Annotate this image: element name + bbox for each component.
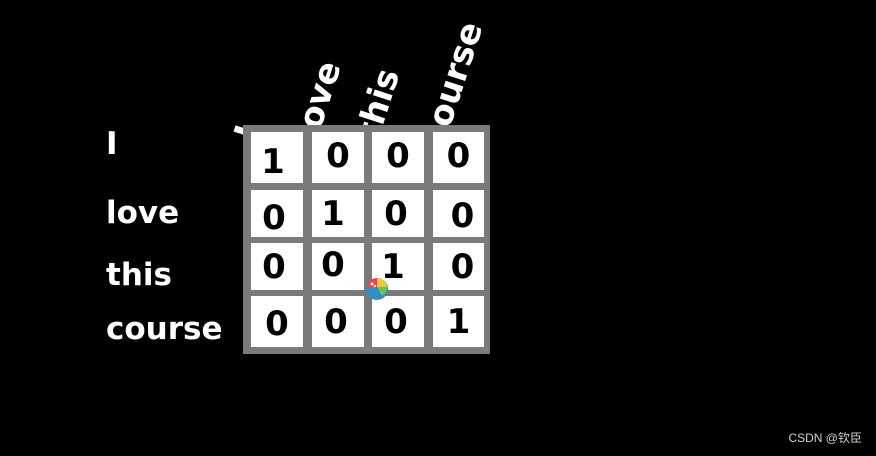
row-label-this: this bbox=[106, 257, 172, 293]
colorful-ball-icon bbox=[366, 277, 388, 300]
row-label-i: I bbox=[106, 126, 118, 162]
matrix-cell-1-2: 0 bbox=[372, 190, 424, 237]
matrix-cell-2-0: 0 bbox=[251, 243, 303, 290]
matrix-cell-0-0: 1 bbox=[251, 132, 303, 183]
matrix-cell-2-1: 0 bbox=[312, 243, 364, 290]
matrix-cell-2-3: 0 bbox=[433, 243, 484, 290]
identity-matrix-grid: 1 0 0 0 0 1 0 0 0 0 1 0 0 0 0 1 bbox=[243, 125, 490, 354]
matrix-cell-3-2: 0 bbox=[372, 296, 424, 347]
matrix-cell-3-3: 1 bbox=[433, 296, 484, 347]
matrix-cell-3-1: 0 bbox=[312, 296, 364, 347]
matrix-cell-0-2: 0 bbox=[372, 132, 424, 183]
row-label-love: love bbox=[106, 195, 180, 231]
matrix-cell-3-0: 0 bbox=[251, 296, 303, 347]
matrix-cell-1-3: 0 bbox=[433, 190, 484, 237]
watermark: CSDN @钦臣 bbox=[788, 431, 862, 445]
matrix-cell-1-0: 0 bbox=[251, 190, 303, 237]
matrix-cell-1-1: 1 bbox=[312, 190, 364, 237]
row-label-course: course bbox=[106, 311, 223, 347]
matrix-cell-0-3: 0 bbox=[433, 132, 484, 183]
matrix-cell-0-1: 0 bbox=[312, 132, 364, 183]
